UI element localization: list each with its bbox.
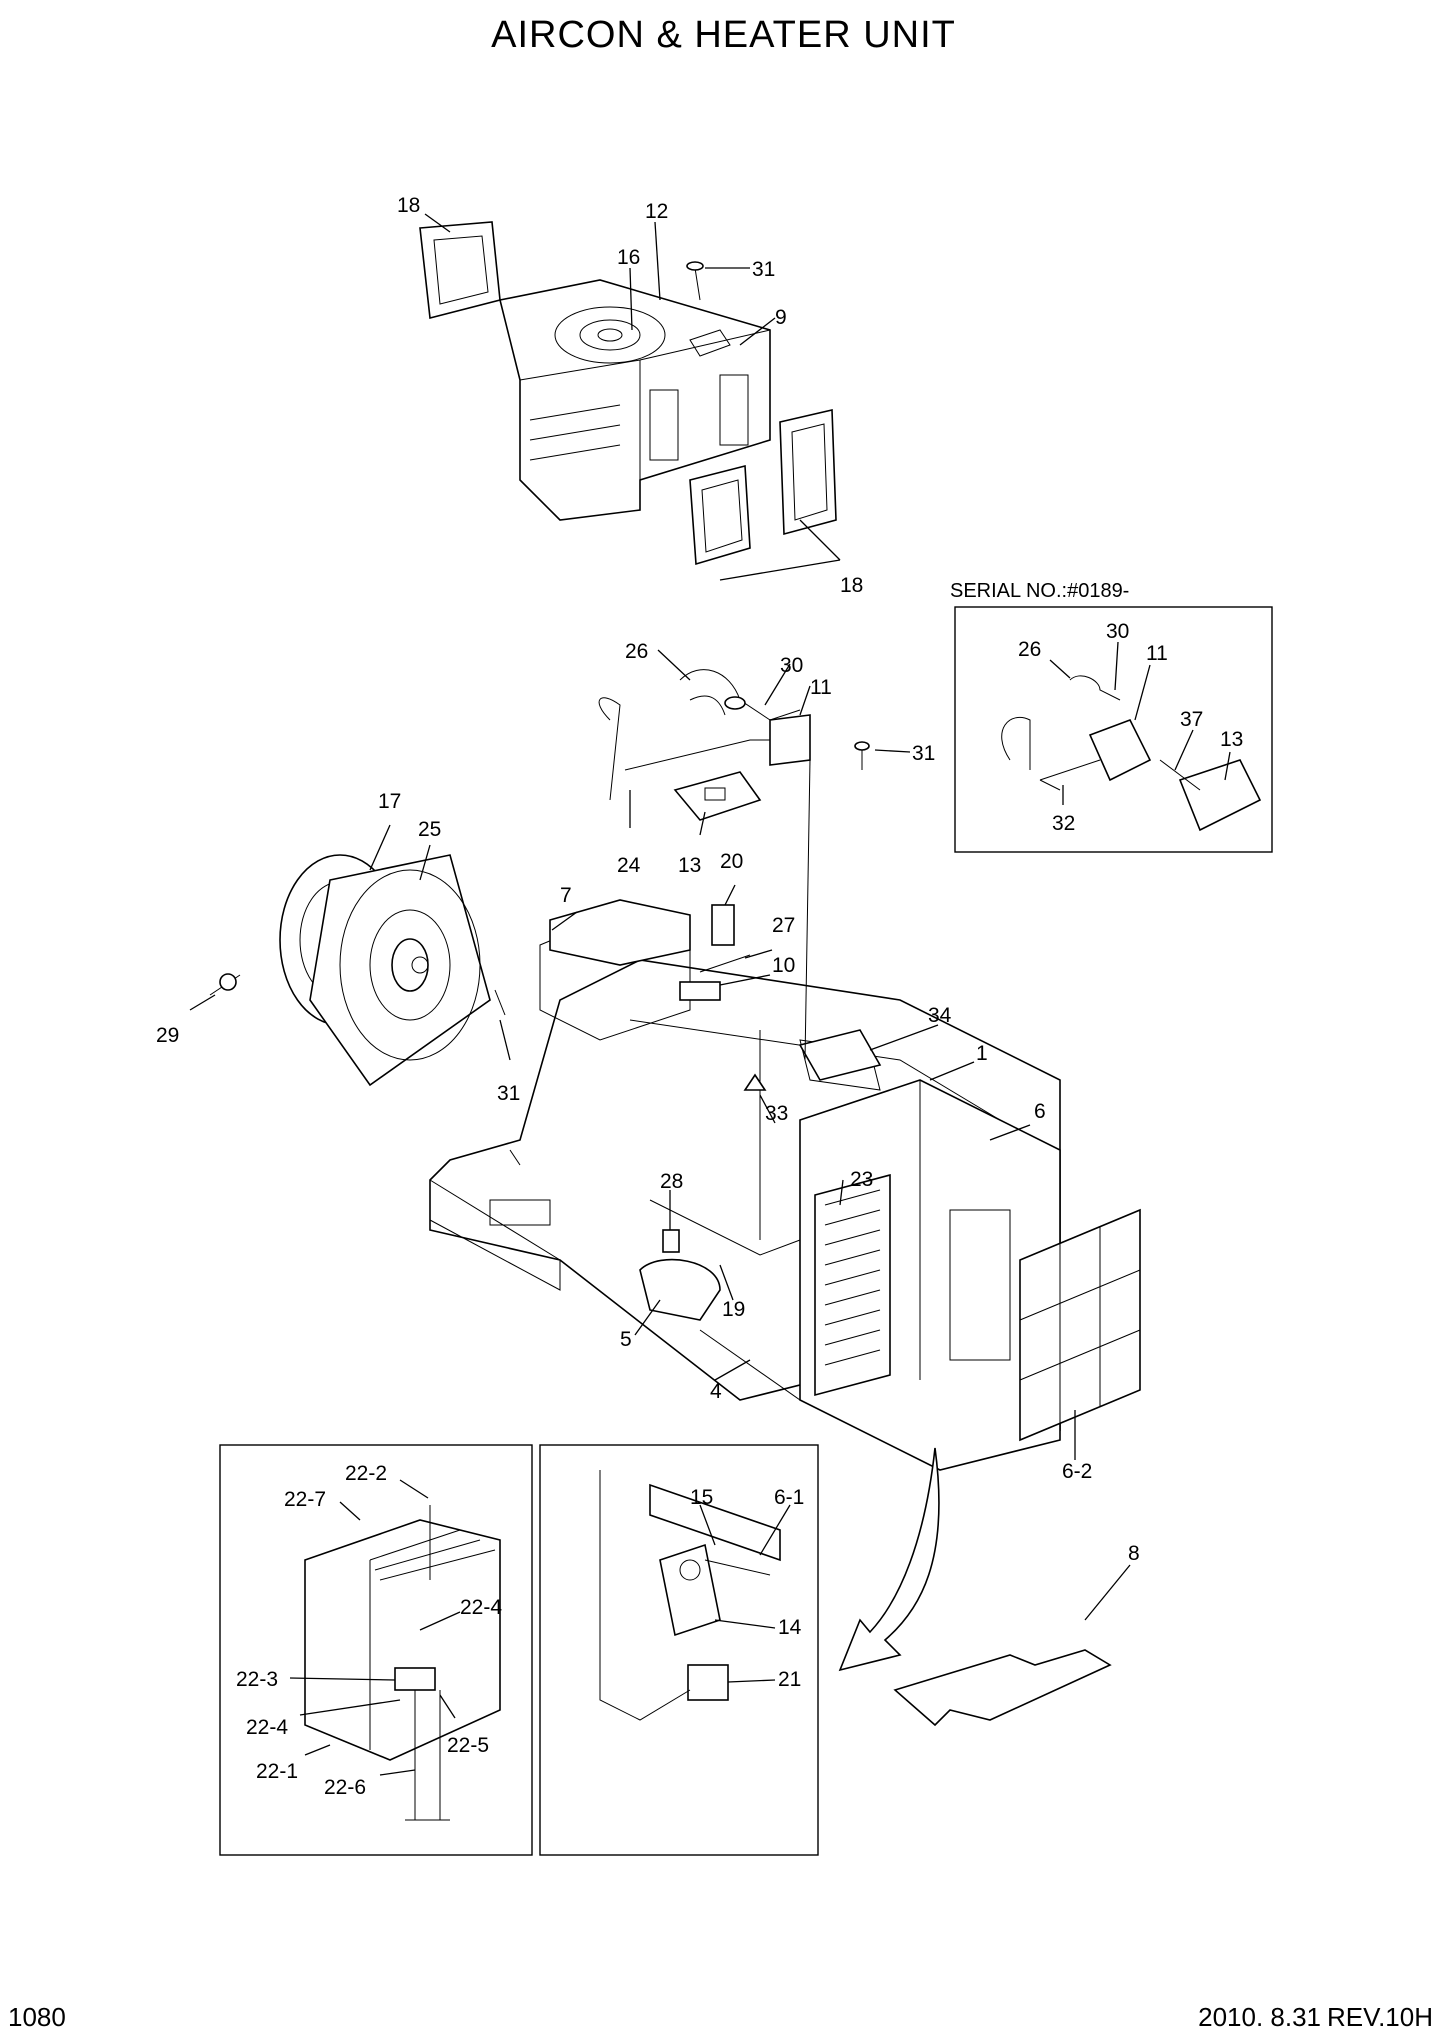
label-8: 8 <box>1128 1542 1140 1565</box>
panel-8[interactable] <box>893 1649 1112 1727</box>
label-22-2: 22-2 <box>345 1462 387 1485</box>
bolt-29[interactable] <box>209 973 241 996</box>
label-26-inset: 26 <box>1018 638 1041 661</box>
label-23: 23 <box>850 1168 873 1191</box>
actuator-13[interactable] <box>673 771 762 821</box>
label-20: 20 <box>720 850 743 873</box>
label-13-inset: 13 <box>1220 728 1243 751</box>
label-22-7: 22-7 <box>284 1488 326 1511</box>
screw-31-main[interactable] <box>494 989 521 1166</box>
label-12: 12 <box>645 200 668 223</box>
label-6-1: 6-1 <box>774 1486 804 1509</box>
blower-case-assembly[interactable] <box>499 279 771 521</box>
duct-part-6-1[interactable] <box>649 1483 781 1562</box>
connector-21[interactable] <box>687 1664 729 1701</box>
label-24: 24 <box>617 854 641 877</box>
label-6: 6 <box>1034 1100 1046 1123</box>
label-28: 28 <box>660 1170 683 1193</box>
inset-link-37[interactable] <box>1159 759 1201 791</box>
label-11: 11 <box>810 676 832 699</box>
label-17: 17 <box>378 790 401 813</box>
label-32-inset: 32 <box>1052 812 1075 835</box>
date: 2010. 8.31 <box>1198 2002 1321 2032</box>
expansion-valve-22-3[interactable] <box>394 1667 436 1691</box>
mode-actuator-14[interactable] <box>659 1543 721 1637</box>
label-22-6: 22-6 <box>324 1776 366 1799</box>
filter-18-right-a[interactable] <box>689 464 751 566</box>
pipe-22-6[interactable] <box>405 1690 450 1821</box>
serial-inset-frame <box>954 606 1273 853</box>
serial-number-label: SERIAL NO.:#0189- <box>950 580 1130 602</box>
revision: REV.10H <box>1327 2002 1433 2032</box>
label-37-inset: 37 <box>1180 708 1203 731</box>
label-13: 13 <box>678 854 701 877</box>
label-34[interactable] <box>798 1029 882 1081</box>
label-6-2: 6-2 <box>1062 1460 1092 1483</box>
sensor-27[interactable] <box>699 954 751 973</box>
page-title: AIRCON & HEATER UNIT <box>491 14 956 56</box>
evaporator-23[interactable] <box>814 1173 891 1397</box>
screw-31-top[interactable] <box>686 261 704 301</box>
label-22-4-top: 22-4 <box>460 1596 502 1619</box>
actuator-detail-frame <box>539 1444 819 1856</box>
label-18-top: 18 <box>397 194 420 217</box>
label-25: 25 <box>418 818 441 841</box>
label-19: 19 <box>722 1298 745 1321</box>
harness-19[interactable] <box>649 1199 801 1256</box>
label-4: 4 <box>710 1380 722 1403</box>
label-14: 14 <box>778 1616 802 1639</box>
clamp-30[interactable] <box>724 696 746 710</box>
evaporator-detail-frame <box>219 1444 533 1856</box>
label-22-4-bottom: 22-4 <box>246 1716 288 1739</box>
harness-bottom[interactable] <box>599 1470 691 1721</box>
case-4[interactable] <box>699 1329 801 1401</box>
filter-6-2[interactable] <box>1019 1208 1141 1442</box>
page-number: 1080 <box>8 2002 66 2032</box>
fan-wheel-25[interactable] <box>309 854 491 1087</box>
thermostat-28[interactable] <box>662 1229 680 1253</box>
label-31-top: 31 <box>752 258 775 281</box>
relay-20[interactable] <box>711 904 735 946</box>
label-15: 15 <box>690 1486 713 1509</box>
label-31-main: 31 <box>497 1082 520 1105</box>
label-5: 5 <box>620 1328 632 1351</box>
filter-18-top-left[interactable] <box>419 221 501 320</box>
label-11-inset: 11 <box>1146 642 1168 665</box>
label-26: 26 <box>625 640 648 663</box>
label-22-1: 22-1 <box>256 1760 298 1783</box>
label-31-valve: 31 <box>912 742 935 765</box>
label-27: 27 <box>772 914 795 937</box>
seal-5[interactable] <box>639 1258 721 1321</box>
label-10: 10 <box>772 954 795 977</box>
label-18-bottom: 18 <box>840 574 863 597</box>
label-30-inset: 30 <box>1106 620 1129 643</box>
filter-18-right-b[interactable] <box>779 409 837 536</box>
label-34: 34 <box>928 1004 952 1027</box>
inset-actuator-13[interactable] <box>1178 759 1262 832</box>
part-labels: 18 12 16 31 9 18 26 30 11 31 24 13 20 17… <box>156 194 1243 1799</box>
label-7: 7 <box>560 884 572 907</box>
inset-hose-26[interactable] <box>1001 675 1121 781</box>
label-22-5: 22-5 <box>447 1734 489 1757</box>
label-22-3: 22-3 <box>236 1668 278 1691</box>
screw-31-valve[interactable] <box>854 741 870 770</box>
direction-arrow <box>838 1447 940 1672</box>
label-9: 9 <box>775 306 787 329</box>
label-33: 33 <box>765 1102 788 1125</box>
clip-33[interactable] <box>743 1073 767 1091</box>
label-29: 29 <box>156 1024 179 1047</box>
label-1: 1 <box>976 1042 988 1065</box>
bracket-10[interactable] <box>679 981 721 1001</box>
link-15[interactable] <box>704 1559 771 1576</box>
duct-7[interactable] <box>549 899 691 966</box>
inset-pipe-32[interactable] <box>1039 779 1061 791</box>
evaporator-core-22-1[interactable] <box>304 1519 501 1761</box>
label-16: 16 <box>617 246 640 269</box>
label-21: 21 <box>778 1668 801 1691</box>
label-30: 30 <box>780 654 803 677</box>
inset-valve-11[interactable] <box>1088 718 1152 782</box>
water-valve-11[interactable] <box>769 714 811 766</box>
